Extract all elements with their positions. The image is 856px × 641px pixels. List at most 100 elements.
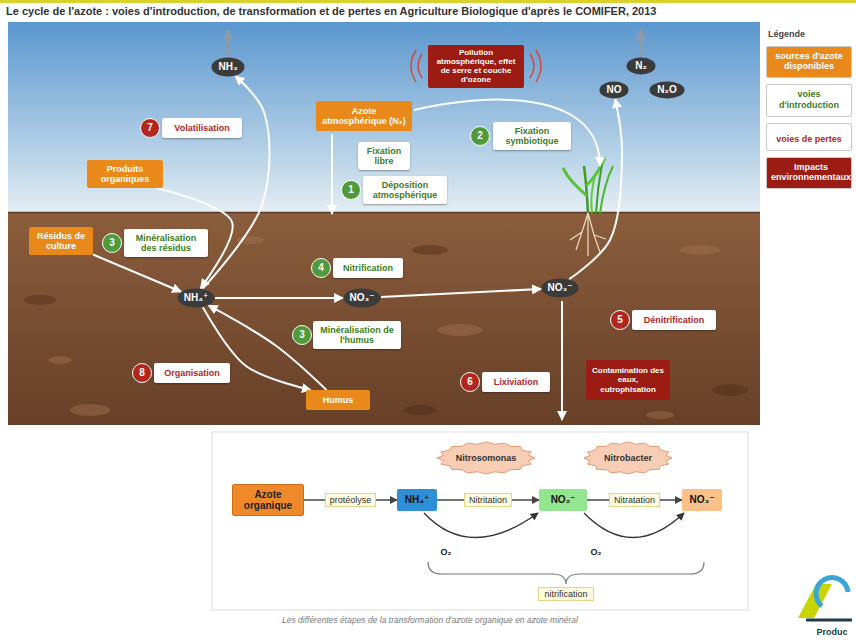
diagram-title: Le cycle de l'azote : voies d'introducti… — [6, 5, 656, 18]
node-text: Volatilisation — [174, 123, 229, 133]
oxygen-arrow — [424, 513, 538, 538]
node-text: Nitrification — [343, 263, 393, 273]
node-text: 2 — [477, 130, 483, 142]
compound-oval: NO — [599, 81, 629, 99]
compound-oval: NO₃⁻ — [541, 278, 579, 298]
escape-arrow — [227, 30, 230, 55]
legend-text: voies d'introduction — [771, 89, 847, 110]
callout-number: 4 — [311, 258, 331, 278]
legend: sources d'azote disponibles voies d'intro… — [766, 46, 852, 189]
flow-arrow — [215, 297, 343, 299]
compound-box: NH₄⁺ — [397, 489, 437, 511]
node-text: 5 — [617, 314, 623, 326]
node-text: NO₃⁻ — [548, 282, 573, 294]
flow-arrow — [569, 99, 622, 279]
callout-number: 7 — [140, 118, 160, 138]
leaching-arrow — [561, 301, 563, 420]
bracket — [428, 562, 704, 584]
cloud-fill — [584, 442, 672, 474]
node-text: Nitrobacter — [604, 453, 652, 463]
loss-box: Volatilisation — [162, 118, 242, 138]
escape-arrow — [640, 30, 643, 55]
ellipse-fill — [600, 82, 629, 99]
node-text: 1 — [348, 184, 354, 196]
symbiotic-fixation-arrow — [414, 100, 600, 166]
plant — [563, 157, 613, 256]
node-text: 4 — [318, 262, 324, 274]
inset-panel — [212, 432, 748, 610]
flow-arrow — [203, 76, 270, 289]
node-text: Minéralisation des résidus — [129, 233, 203, 254]
process-box: Déposition atmosphérique — [363, 176, 447, 204]
cloud-fill — [437, 442, 535, 474]
callout-number: 8 — [132, 363, 152, 383]
oxygen-label: O₂ — [591, 547, 602, 557]
node-text: Résidus de culture — [34, 231, 88, 252]
legend-swatch: voies de pertes — [766, 123, 852, 151]
node-text: Fixation symbiotique — [498, 126, 566, 147]
node-text: Déposition atmosphérique — [368, 180, 442, 201]
node-text: NH₄⁺ — [405, 494, 430, 506]
fixation-arrow — [331, 134, 333, 214]
legend-text: voies de pertes — [776, 134, 842, 144]
circle-fill — [312, 259, 331, 278]
soil — [8, 212, 760, 425]
callout-number: 2 — [470, 126, 490, 146]
node-text: Nitrosomonas — [456, 453, 517, 463]
legend-text: Impacts environnementaux — [771, 162, 851, 183]
compound-box: NO₂⁻ — [539, 489, 587, 511]
legend-title: Légende — [768, 29, 805, 39]
circle-fill — [611, 311, 630, 330]
ellipse-fill — [212, 58, 245, 77]
node-text: Dénitrification — [644, 315, 705, 325]
source-box: Humus — [306, 390, 370, 410]
callout-number: 1 — [341, 180, 361, 200]
node-text: NO₃⁻ — [690, 494, 715, 506]
node-text: 8 — [139, 367, 145, 379]
node-text: Pollution atmosphérique, effet de serre … — [433, 48, 519, 85]
bacteria-cloud: Nitrobacter — [583, 441, 673, 475]
node-text: NH₃ — [218, 61, 237, 73]
compound-box: NO₃⁻ — [682, 489, 722, 511]
legend-swatch: Impacts environnementaux — [766, 157, 852, 189]
edge-label: Nitratation — [609, 493, 660, 507]
oxygen-arrow — [584, 513, 684, 538]
legend-swatch: voies d'introduction — [766, 84, 852, 116]
ellipse-fill — [542, 279, 579, 298]
legend-swatch: sources d'azote disponibles — [766, 46, 852, 78]
node-text: 3 — [299, 329, 305, 341]
edge-label: protéolyse — [325, 493, 377, 507]
node-text: NO₂⁻ — [551, 494, 576, 506]
logo-text: Produc — [816, 627, 847, 637]
node-text: Lixiviation — [494, 377, 539, 387]
compound-oval: N₂ — [626, 57, 656, 75]
circle-fill — [471, 127, 490, 146]
process-box: Fixation symbiotique — [493, 122, 571, 150]
circle-fill — [133, 364, 152, 383]
horizon-line — [8, 212, 760, 214]
node-text: Contamination des eaux, eutrophisation — [591, 366, 665, 394]
node-text: Fixation libre — [363, 146, 405, 167]
circle-fill — [342, 181, 361, 200]
flow-arrow — [93, 255, 181, 292]
sky — [8, 22, 760, 214]
node-text: Minéralisation de l'humus — [318, 325, 396, 346]
circle-fill — [461, 373, 480, 392]
loss-box: Organisation — [154, 363, 230, 383]
node-text: Organisation — [164, 368, 220, 378]
source-box: Produits organiques — [87, 160, 163, 188]
node-text: 6 — [467, 376, 473, 388]
soil-texture — [24, 236, 748, 419]
circle-fill — [103, 234, 122, 253]
ellipse-fill — [627, 58, 656, 75]
source-box: Résidus de culture — [29, 227, 93, 255]
node-text: N₂ — [635, 60, 647, 72]
legend-text: sources d'azote disponibles — [771, 51, 847, 72]
compound-oval: NH₄⁺ — [177, 288, 215, 308]
source-box: Azote organique — [232, 484, 304, 516]
logo — [798, 578, 852, 620]
callout-number: 6 — [460, 372, 480, 392]
